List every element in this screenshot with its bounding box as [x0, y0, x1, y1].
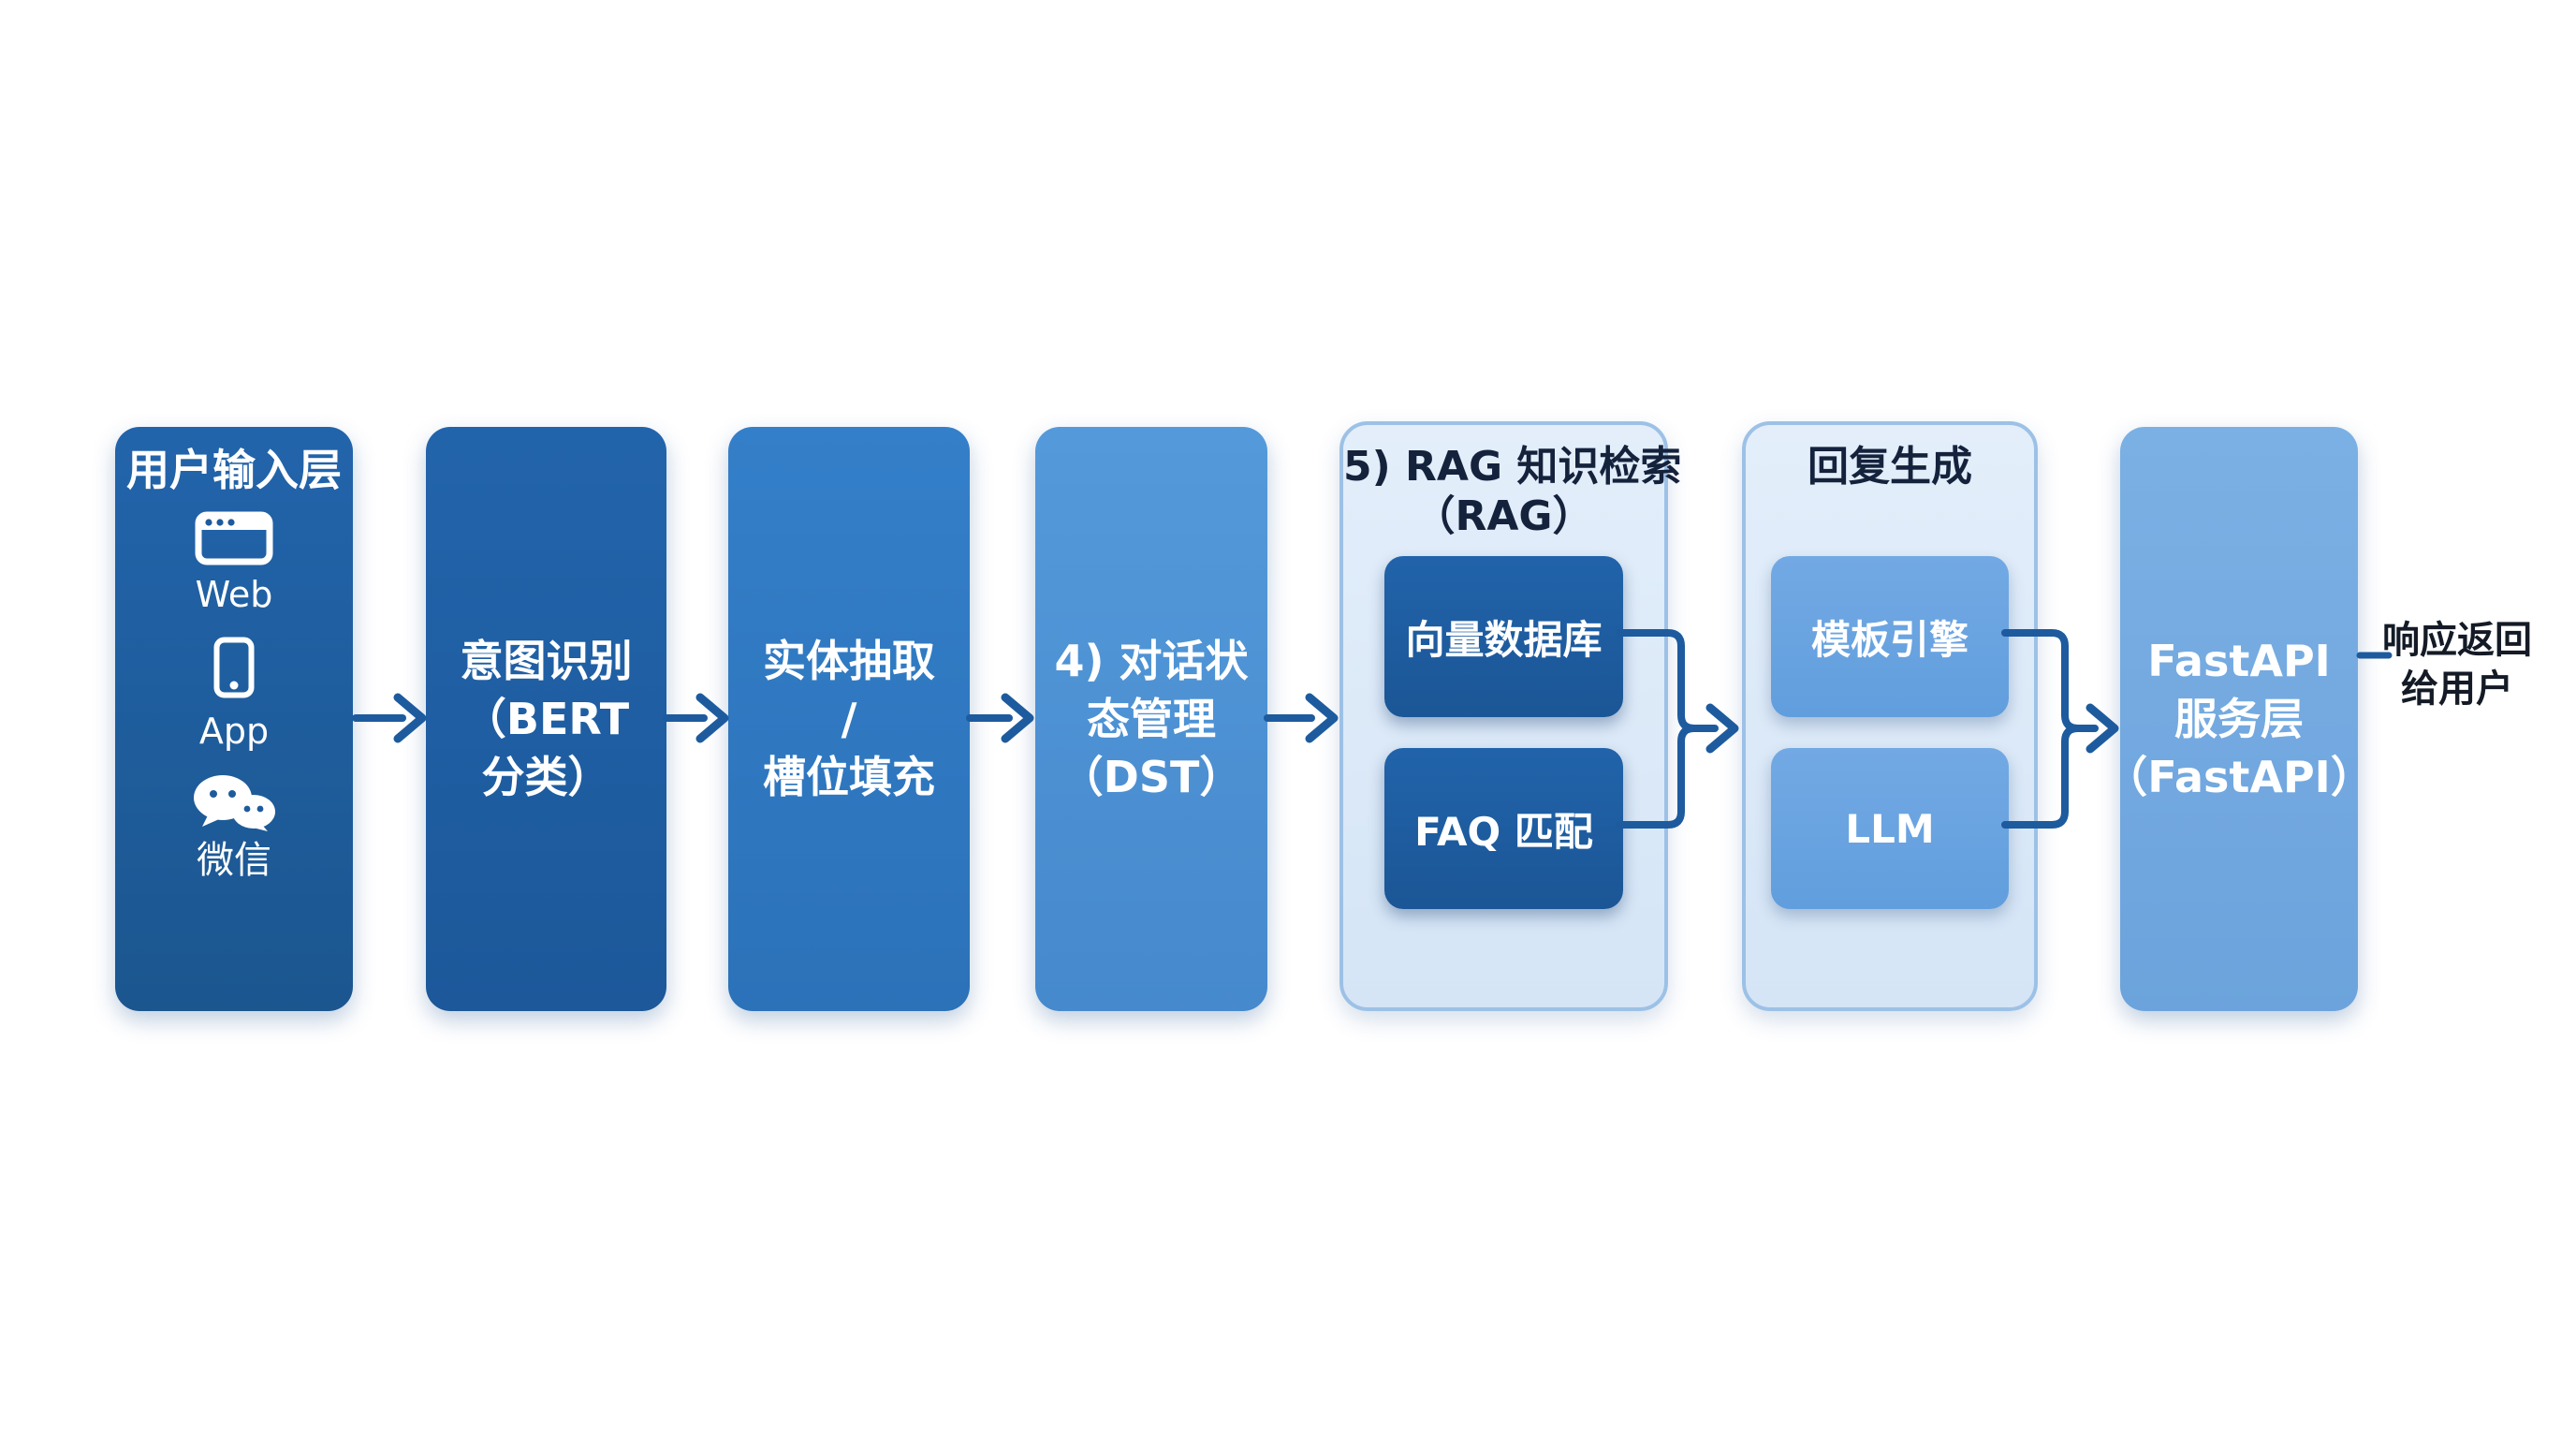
channel-wechat: 微信: [191, 773, 277, 882]
response-label-line-1: 响应返回: [2382, 619, 2532, 662]
dst-line-1: 4) 对话状: [1054, 636, 1249, 686]
user-input-layer-title: 用户输入层: [126, 445, 342, 495]
rag-group-title-line-2: （RAG）: [1413, 492, 1594, 540]
intent-recognition-box: 意图识别 （BERT 分类）: [426, 427, 666, 1011]
dst-line-3: （DST）: [1060, 752, 1243, 802]
channel-web-label: Web: [195, 574, 273, 615]
faq-match-box: FAQ 匹配: [1384, 748, 1623, 909]
rag-retrieval-group: 5) RAG 知识检索 （RAG） 向量数据库 FAQ 匹配: [1339, 421, 1682, 1011]
channel-wechat-label: 微信: [197, 839, 271, 882]
entity-line-3: 槽位填充: [763, 752, 935, 802]
llm-box: LLM: [1771, 748, 2009, 909]
rag-group-title-line-1: 5) RAG 知识检索: [1343, 443, 1682, 491]
browser-icon: [195, 511, 273, 565]
response-to-user-label: 响应返回 给用户: [2382, 616, 2532, 713]
response-label-line-2: 给用户: [2401, 668, 2513, 711]
entity-line-1: 实体抽取: [763, 636, 935, 686]
arrow-input-to-intent: [352, 693, 427, 743]
intent-line-3: 分类）: [481, 752, 611, 802]
smartphone-icon: [213, 637, 255, 698]
entity-line-2: /: [841, 694, 857, 744]
api-line-3: （FastAPI）: [2104, 752, 2374, 802]
intent-line-2: （BERT: [462, 694, 630, 744]
template-engine-box: 模板引擎: [1771, 556, 2009, 717]
arrow-intent-to-entity: [663, 693, 729, 743]
dst-line-2: 态管理: [1087, 694, 1216, 744]
api-line-2: 服务层: [2174, 694, 2304, 744]
intent-line-1: 意图识别: [460, 636, 633, 686]
arrow-dst-to-rag: [1264, 693, 1339, 743]
reply-generation-group: 回复生成 模板引擎 LLM: [1742, 421, 2038, 1011]
reply-group-title: 回复生成: [1808, 443, 1972, 491]
wechat-icon: [194, 775, 275, 831]
fastapi-service-box: FastAPI 服务层 （FastAPI）: [2104, 427, 2374, 1011]
entity-extraction-box: 实体抽取 / 槽位填充: [728, 427, 970, 1011]
vector-database-box: 向量数据库: [1384, 556, 1623, 717]
dialogue-state-box: 4) 对话状 态管理 （DST）: [1035, 427, 1267, 1011]
arrow-entity-to-dst: [966, 693, 1034, 743]
channel-app: App: [199, 637, 269, 753]
api-line-1: FastAPI: [2147, 636, 2331, 686]
channel-web: Web: [195, 511, 273, 616]
channel-app-label: App: [198, 711, 270, 752]
user-input-layer-box: 用户输入层 Web App: [115, 427, 353, 1011]
